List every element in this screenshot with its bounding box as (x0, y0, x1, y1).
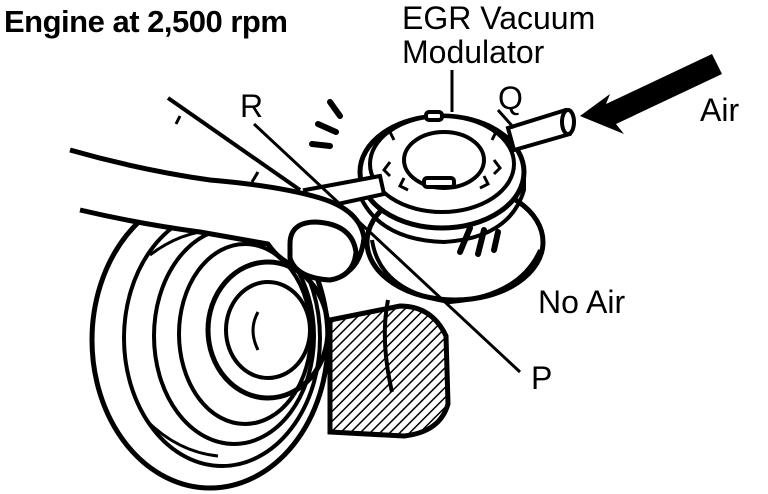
port-p-label: P (531, 360, 553, 396)
arrow-icon (580, 54, 722, 134)
modulator-label-line2: Modulator (402, 33, 545, 70)
egr-vacuum-modulator-label: EGR Vacuum Modulator (402, 0, 596, 70)
no-air-label: No Air (538, 284, 626, 320)
hand-icon (69, 96, 367, 283)
air-flow-marks (309, 99, 501, 257)
leader-lines (252, 70, 522, 374)
vacuum-hose (327, 299, 451, 439)
port-q-label: Q (498, 80, 523, 116)
page-title: Engine at 2,500 rpm (4, 4, 288, 39)
port-r-label: R (240, 88, 264, 124)
port-q-tube (505, 107, 576, 153)
air-label: Air (700, 92, 740, 128)
modulator-label-line1: EGR Vacuum (402, 0, 596, 36)
